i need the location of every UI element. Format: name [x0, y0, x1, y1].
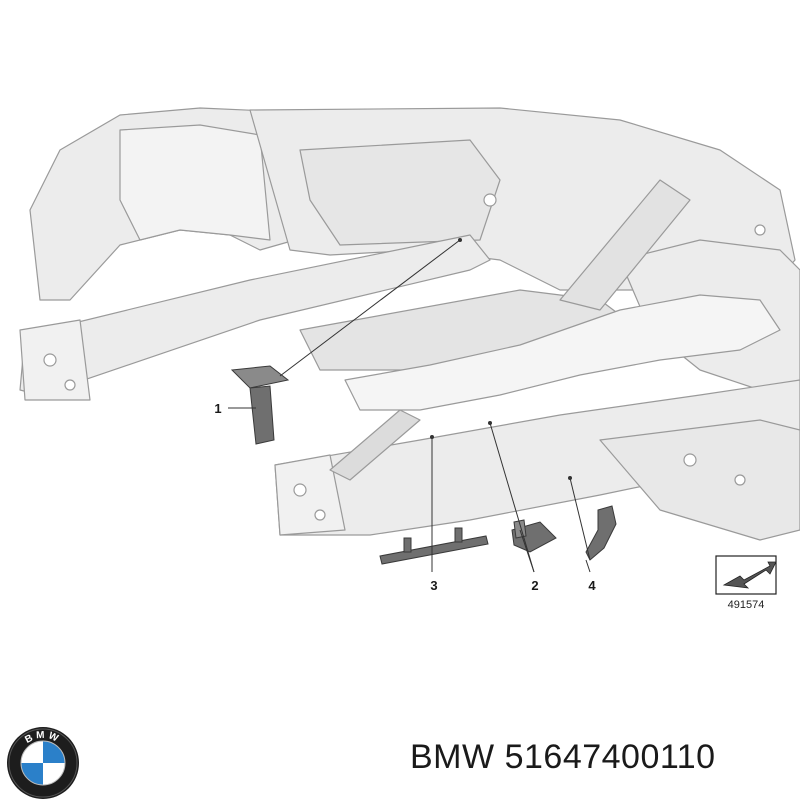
part-2-bracket: [511, 519, 557, 553]
direction-arrow-icon: [722, 561, 777, 589]
caption-brand: BMW: [410, 738, 495, 776]
callout-2: 2: [531, 578, 538, 593]
chassis-structure: [19, 107, 800, 541]
part-4-bracket: [585, 505, 617, 561]
svg-text:BMW: BMW: [23, 730, 62, 746]
callout-1: 1: [214, 401, 221, 416]
part-1-bracket: [230, 365, 290, 445]
part-3-bracket: [379, 527, 489, 565]
callout-4: 4: [588, 578, 596, 593]
bmw-logo: BMW: [7, 727, 79, 799]
logo-text: BMW: [23, 730, 59, 746]
callout-3: 3: [430, 578, 437, 593]
leader-lines: [228, 239, 591, 573]
orientation-indicator: [715, 555, 777, 595]
reference-number: 491574: [728, 599, 765, 611]
caption-part-number: 51647400110: [504, 738, 716, 776]
leader-dots: [430, 238, 572, 480]
